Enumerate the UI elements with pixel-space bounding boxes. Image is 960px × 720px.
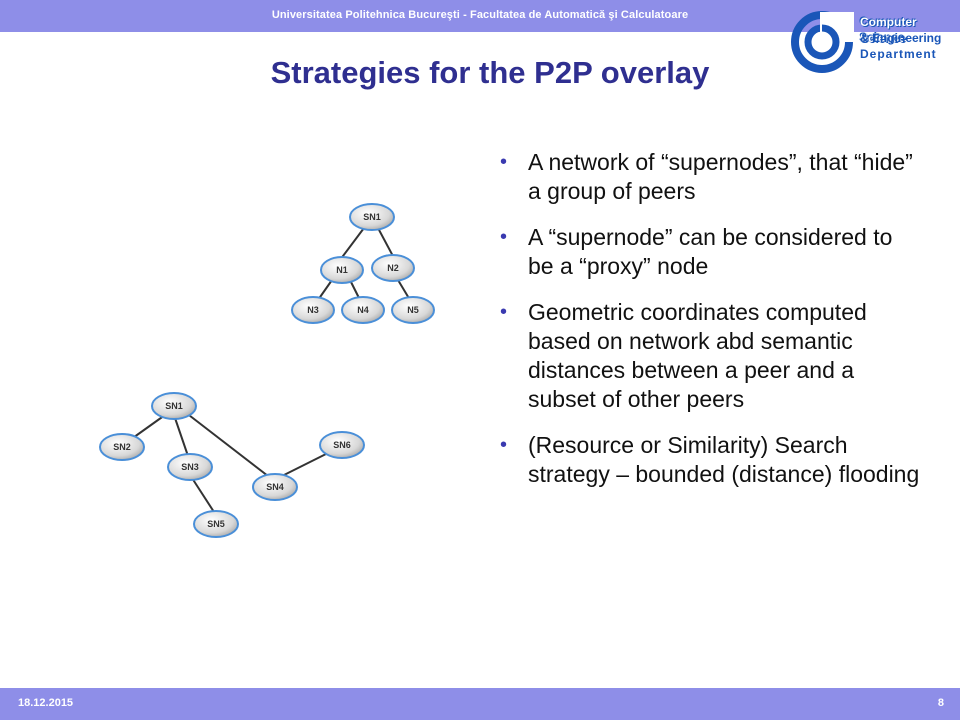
institution-name: Universitatea Politehnica Bucureşti - Fa… — [271, 9, 689, 21]
overlay-node-sn6-label: SN6 — [333, 440, 351, 450]
footer-date: 18.12.2015 — [18, 697, 74, 709]
tree-node-n3-label: N3 — [307, 305, 319, 315]
edge-n1-n3 — [317, 279, 333, 301]
tree-node-n5: N5 — [391, 296, 435, 324]
bullet-item: • Geometric coordinates computed based o… — [500, 298, 920, 414]
bullet-text: A network of “supernodes”, that “hide” a… — [528, 149, 913, 204]
overlay-node-sn4: SN4 — [252, 473, 298, 501]
logo-line-3: Department — [860, 47, 937, 61]
tree-node-n2: N2 — [371, 254, 415, 282]
bullet-dot-icon: • — [500, 226, 508, 248]
overlay-node-sn3-label: SN3 — [181, 462, 199, 472]
bullet-list: • A network of “supernodes”, that “hide”… — [500, 148, 920, 506]
overlay-node-sn1-label: SN1 — [165, 401, 183, 411]
overlay-node-sn6: SN6 — [319, 431, 365, 459]
edge-sn1-n1 — [339, 227, 365, 261]
bullet-text: (Resource or Similarity) Search strategy… — [528, 432, 920, 487]
overlay-node-sn3: SN3 — [167, 453, 213, 481]
edge-sn3-sn5 — [191, 477, 215, 513]
tree-node-sn1-label: SN1 — [363, 212, 381, 222]
logo-line-2: & Engineering — [860, 31, 942, 45]
overlay-node-sn1: SN1 — [151, 392, 197, 420]
edge-sn1-sn3 — [174, 417, 189, 457]
footer-bar — [0, 688, 960, 720]
overlay-edges — [129, 411, 335, 513]
bullet-item: • A “supernode” can be considered to be … — [500, 223, 920, 281]
tree-node-n2-label: N2 — [387, 263, 399, 273]
overlay-node-sn4-label: SN4 — [266, 482, 284, 492]
bullet-dot-icon: • — [500, 434, 508, 456]
bullet-text: A “supernode” can be considered to be a … — [528, 224, 893, 279]
overlay-node-sn2: SN2 — [99, 433, 145, 461]
bullet-item: • A network of “supernodes”, that “hide”… — [500, 148, 920, 206]
overlay-node-sn2-label: SN2 — [113, 442, 131, 452]
logo-line-1: Computer Science — [860, 15, 917, 45]
department-logo: Computer Science & Engineering Departmen… — [786, 4, 956, 90]
overlay-node-sn5-label: SN5 — [207, 519, 225, 529]
tree-node-n4: N4 — [341, 296, 385, 324]
bullet-text: Geometric coordinates computed based on … — [528, 299, 867, 412]
page-number: 8 — [937, 697, 944, 709]
bullet-item: • (Resource or Similarity) Search strate… — [500, 431, 920, 489]
tree-node-sn1: SN1 — [349, 203, 395, 231]
overlay-node-sn5: SN5 — [193, 510, 239, 538]
tree-node-n4-label: N4 — [357, 305, 369, 315]
tree-node-n1-label: N1 — [336, 265, 348, 275]
slide-title: Strategies for the P2P overlay — [270, 55, 710, 90]
edge-sn1-sn4 — [184, 411, 269, 477]
tree-node-n5-label: N5 — [407, 305, 419, 315]
bullet-dot-icon: • — [500, 301, 508, 323]
logo-ring-icon — [791, 11, 854, 73]
tree-node-n1: N1 — [320, 256, 364, 284]
tree-node-n3: N3 — [291, 296, 335, 324]
bullet-dot-icon: • — [500, 151, 508, 173]
edge-sn1-n2 — [377, 227, 395, 259]
